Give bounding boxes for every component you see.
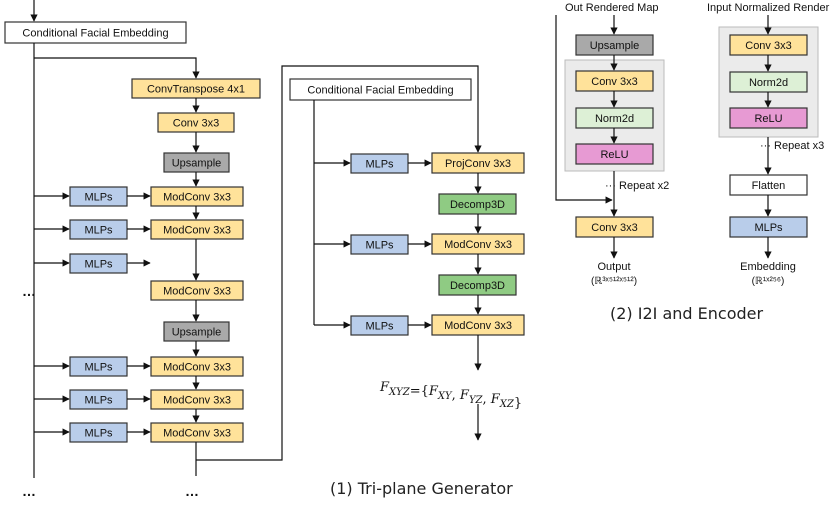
i2i-conv-box: Conv 3x3 xyxy=(575,70,654,92)
enc-norm-box: Norm2d xyxy=(729,71,808,93)
gen-modconv-5-label: ModConv 3x3 xyxy=(163,395,231,407)
gen-modconv-6-label: ModConv 3x3 xyxy=(163,428,231,440)
i2i-output-dim: (ℝ³ˣ⁵¹²ˣ⁵¹²) xyxy=(591,276,637,287)
tri-decomp3d-2-label: Decomp3D xyxy=(450,280,505,292)
i2i-skip-connector xyxy=(555,15,613,204)
enc-title: Input Normalized Render xyxy=(707,2,830,14)
i2i-repeat-label: ··· Repeat x2 xyxy=(605,180,669,192)
gen-left-dots-mid: … xyxy=(22,283,36,299)
enc-mlps-box: MLPs xyxy=(729,216,808,238)
enc-conv-label: Conv 3x3 xyxy=(745,40,791,52)
i2i-relu-box: ReLU xyxy=(575,143,654,165)
i2i-relu-label: ReLU xyxy=(600,149,628,161)
i2i-upsample-label: Upsample xyxy=(590,40,640,52)
gen-left-dots-bottom: … xyxy=(22,483,36,499)
tri-projconv-box: ProjConv 3x3 xyxy=(431,152,525,174)
gen-mlp-2-label: MLPs xyxy=(84,225,113,237)
gen-modconv-6-box: ModConv 3x3 xyxy=(150,422,244,443)
tri-mlp-2-label: MLPs xyxy=(365,240,394,252)
gen-modconv-1-box: ModConv 3x3 xyxy=(150,186,244,207)
i2i-norm-label: Norm2d xyxy=(595,113,634,125)
tri-modconv-1-label: ModConv 3x3 xyxy=(444,239,512,251)
enc-norm-label: Norm2d xyxy=(749,77,788,89)
gen-upsample-1-box: Upsample xyxy=(163,152,230,173)
gen-modconv-3-box: ModConv 3x3 xyxy=(150,280,244,301)
tri-decomp3d-1-box: Decomp3D xyxy=(438,193,517,215)
tri-mlp-2-box: MLPs xyxy=(350,234,409,255)
gen-to-tri-connector xyxy=(196,65,482,461)
caption-triplane-generator: (1) Tri-plane Generator xyxy=(330,479,513,498)
tri-modconv-2-box: ModConv 3x3 xyxy=(431,314,525,336)
gen-conv-box: Conv 3x3 xyxy=(157,112,235,133)
gen-modconv-4-label: ModConv 3x3 xyxy=(163,362,231,374)
enc-relu-label: ReLU xyxy=(754,113,782,125)
gen-branch xyxy=(34,57,200,79)
tri-mlp-3-box: MLPs xyxy=(350,315,409,336)
tri-mlp-1-label: MLPs xyxy=(365,159,394,171)
gen-modconv-5-box: ModConv 3x3 xyxy=(150,389,244,410)
gen-modconv-2-box: ModConv 3x3 xyxy=(150,219,244,240)
gen-mlp-2-box: MLPs xyxy=(69,219,128,240)
gen-upsample-2-label: Upsample xyxy=(172,327,222,339)
gen-mlp-1-box: MLPs xyxy=(69,186,128,207)
enc-conv-box: Conv 3x3 xyxy=(729,34,808,56)
gen-modconv-1-label: ModConv 3x3 xyxy=(163,192,231,204)
gen-convtranspose-label: ConvTranspose 4x1 xyxy=(147,84,245,96)
gen-mlp-1-label: MLPs xyxy=(84,192,113,204)
tri-decomp3d-1-label: Decomp3D xyxy=(450,199,505,211)
i2i-upsample-box: Upsample xyxy=(575,34,654,56)
i2i-title: Out Rendered Map xyxy=(565,2,659,14)
gen-conv-label: Conv 3x3 xyxy=(173,118,219,130)
gen-upsample-2-box: Upsample xyxy=(163,321,230,342)
i2i-norm-box: Norm2d xyxy=(575,107,654,129)
gen-cfe-box: Conditional Facial Embedding xyxy=(4,21,187,44)
enc-repeat-label: ··· Repeat x3 xyxy=(760,140,824,152)
enc-embedding-label: Embedding xyxy=(740,261,796,273)
tri-modconv-2-label: ModConv 3x3 xyxy=(444,320,512,332)
gen-mlp-5-box: MLPs xyxy=(69,389,128,410)
gen-main-dots-bottom: … xyxy=(185,483,199,499)
i2i-conv-out-box: Conv 3x3 xyxy=(575,216,654,238)
gen-mlp-4-box: MLPs xyxy=(69,356,128,377)
gen-mlp-3-box: MLPs xyxy=(69,253,128,274)
gen-modconv-2-label: ModConv 3x3 xyxy=(163,225,231,237)
i2i-output-label: Output xyxy=(597,261,630,273)
gen-cfe-label: Conditional Facial Embedding xyxy=(22,28,168,40)
gen-upsample-1-label: Upsample xyxy=(172,158,222,170)
gen-mlp-group: MLPs MLPs MLPs MLPs MLPs MLPs xyxy=(34,186,151,443)
tri-mlp-3-label: MLPs xyxy=(365,321,394,333)
gen-mlp-4-label: MLPs xyxy=(84,362,113,374)
caption-i2i-encoder: (2) I2I and Encoder xyxy=(610,304,763,323)
tri-projconv-label: ProjConv 3x3 xyxy=(445,158,511,170)
enc-mlps-label: MLPs xyxy=(754,222,783,234)
gen-mlp-3-label: MLPs xyxy=(84,259,113,271)
gen-modconv-3-label: ModConv 3x3 xyxy=(163,286,231,298)
enc-flatten-box: Flatten xyxy=(729,174,808,196)
enc-embedding-dim: (ℝ¹ˣ²⁵⁶) xyxy=(752,276,785,287)
enc-flatten-label: Flatten xyxy=(752,180,786,192)
enc-relu-box: ReLU xyxy=(729,107,808,129)
tri-mlp-1-box: MLPs xyxy=(350,153,409,174)
gen-mlp-6-label: MLPs xyxy=(84,428,113,440)
tri-decomp3d-2-box: Decomp3D xyxy=(438,274,517,296)
tri-modconv-1-box: ModConv 3x3 xyxy=(431,233,525,255)
tri-cfe-box: Conditional Facial Embedding xyxy=(289,78,472,101)
gen-mlp-5-label: MLPs xyxy=(84,395,113,407)
i2i-conv-out-label: Conv 3x3 xyxy=(591,222,637,234)
gen-mlp-6-box: MLPs xyxy=(69,422,128,443)
tri-formula: FXYZ={FXY, FYZ, FXZ} xyxy=(379,380,522,411)
i2i-conv-label: Conv 3x3 xyxy=(591,76,637,88)
gen-modconv-4-box: ModConv 3x3 xyxy=(150,356,244,377)
tri-cfe-label: Conditional Facial Embedding xyxy=(307,85,453,97)
gen-convtranspose-box: ConvTranspose 4x1 xyxy=(131,78,261,99)
